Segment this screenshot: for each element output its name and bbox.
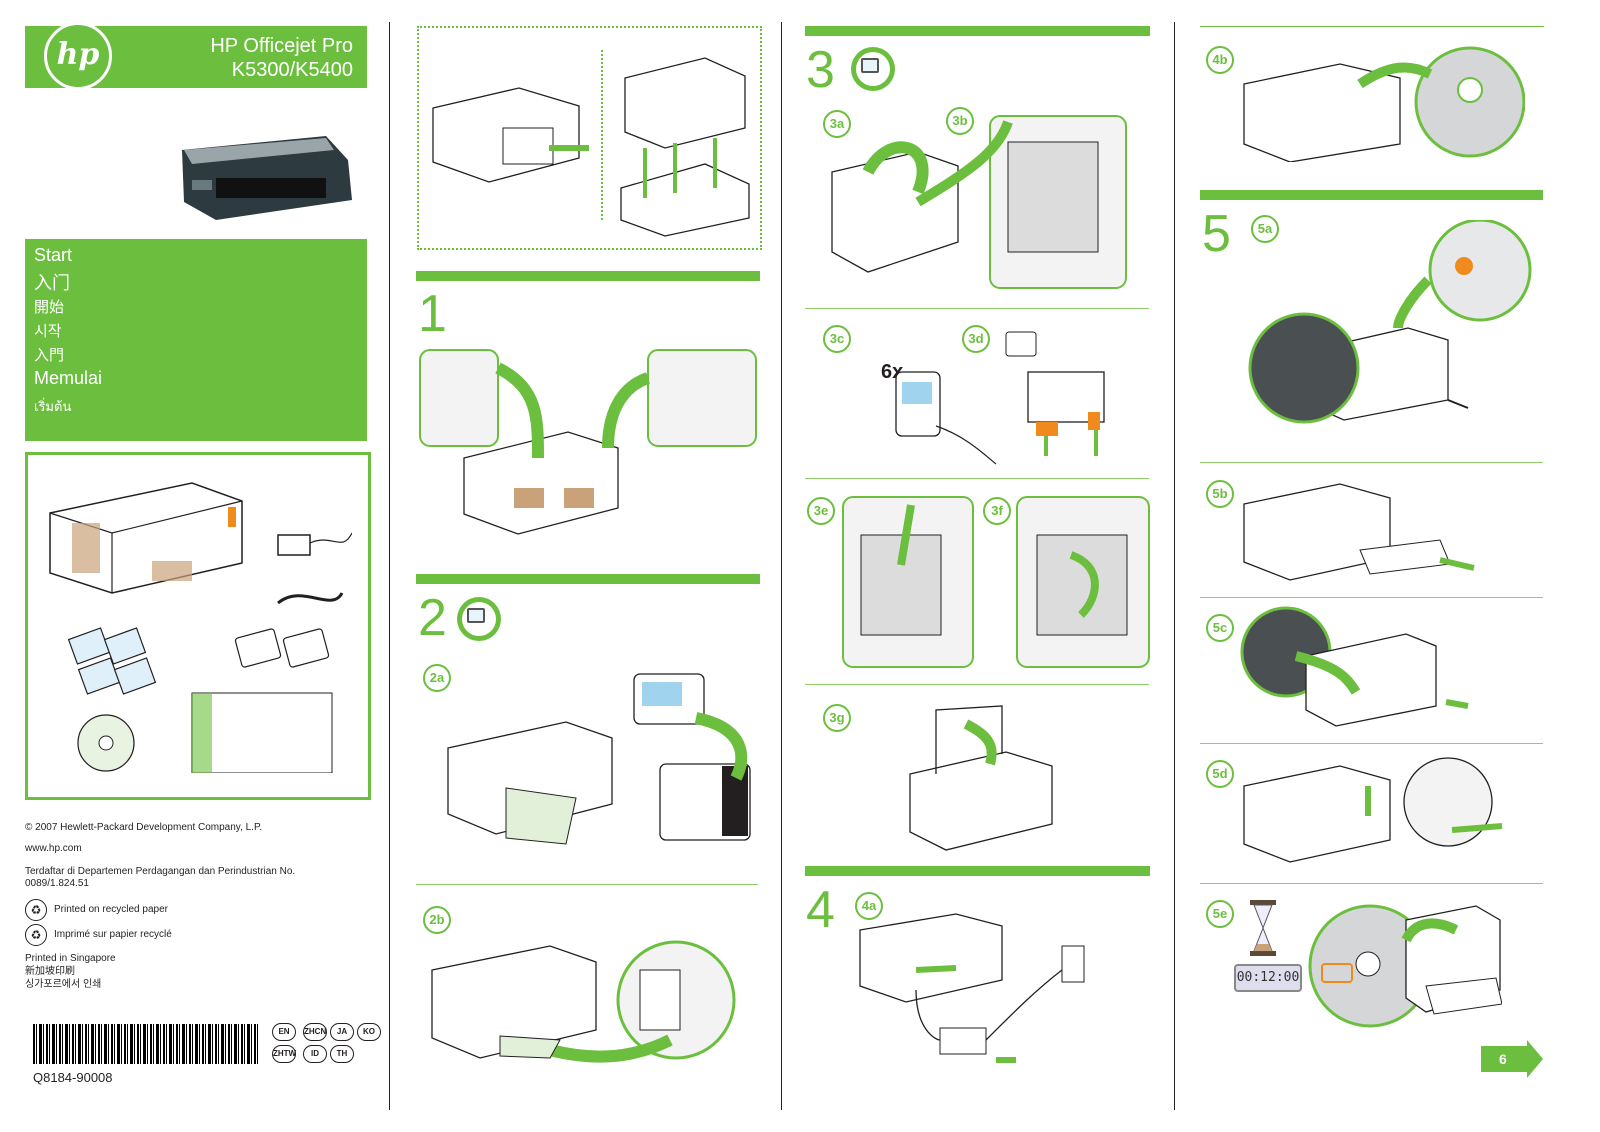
substep-5d-badge: 5d bbox=[1206, 760, 1234, 788]
language-badge-zhtw: ZHTW bbox=[272, 1045, 296, 1063]
product-line-2: K5300/K5400 bbox=[231, 59, 353, 81]
start-title-ja: 入門 bbox=[34, 347, 65, 364]
recycle-icon-fr: ♻ bbox=[25, 924, 47, 946]
substep-5a-badge: 5a bbox=[1251, 215, 1279, 243]
printhead-icon bbox=[457, 597, 501, 641]
product-line-1: HP Officejet Pro bbox=[210, 35, 353, 57]
step-5e-illustration bbox=[1308, 904, 1502, 1028]
hp-logo-text: hp bbox=[56, 37, 100, 72]
step-1-illustration bbox=[419, 349, 757, 535]
recycle-icon: ♻ bbox=[25, 899, 47, 921]
step-3-divider-1 bbox=[805, 308, 1149, 309]
printed-in-en: Printed in Singapore bbox=[25, 953, 116, 964]
substep-2a-badge: 2a bbox=[423, 664, 451, 692]
language-badge-id: ID bbox=[303, 1045, 327, 1063]
timer-display: 00:12:00 bbox=[1234, 964, 1302, 992]
product-name: HP Officejet Pro K5300/K5400 bbox=[210, 34, 353, 82]
start-box: Start 入门 開始 시작 入門 Memulai เริ่มต้น bbox=[25, 239, 367, 441]
substep-3a-badge: 3a bbox=[823, 110, 851, 138]
accessory-panel bbox=[417, 26, 762, 250]
step-1-number: 1 bbox=[418, 285, 447, 343]
box-contents-panel bbox=[25, 452, 371, 800]
language-badge-ko: KO bbox=[357, 1023, 381, 1041]
substep-3d-badge: 3d bbox=[962, 325, 990, 353]
start-title-zhtw: 開始 bbox=[34, 299, 65, 316]
substep-5e-badge: 5e bbox=[1206, 900, 1234, 928]
start-title-th: เริ่มต้น bbox=[34, 399, 72, 414]
language-badge-zhcn: ZHCN bbox=[303, 1023, 327, 1041]
printed-in-zh: 新加坡印刷 bbox=[25, 966, 75, 977]
step-4b-illustration bbox=[1243, 46, 1525, 162]
step-5-number: 5 bbox=[1202, 205, 1231, 263]
hourglass-icon bbox=[1250, 900, 1276, 956]
registration-line-2: 0089/1.824.51 bbox=[25, 878, 89, 889]
box-contents-illustration bbox=[49, 482, 352, 773]
part-number: Q8184-90008 bbox=[33, 1070, 113, 1085]
accessory-divider bbox=[601, 50, 603, 220]
step-4-bar bbox=[805, 866, 1150, 876]
step-5-divider-1 bbox=[1200, 462, 1543, 463]
tray-illustration bbox=[620, 57, 750, 237]
substep-5b-badge: 5b bbox=[1206, 480, 1234, 508]
step-3g-illustration bbox=[909, 705, 1053, 851]
step-2a-illustration bbox=[447, 673, 751, 845]
step-4-number: 4 bbox=[806, 881, 835, 939]
column-divider-1 bbox=[389, 22, 390, 1110]
step-5-divider-2 bbox=[1200, 597, 1543, 598]
column-divider-3 bbox=[1174, 22, 1175, 1110]
step-5-divider-3 bbox=[1200, 743, 1543, 744]
step-5d-illustration bbox=[1243, 757, 1503, 863]
website-text[interactable]: www.hp.com bbox=[25, 843, 82, 854]
step-5-bar bbox=[1200, 190, 1543, 200]
step-2-bar bbox=[416, 574, 760, 584]
language-badge-th: TH bbox=[330, 1045, 354, 1063]
recycled-paper-en: Printed on recycled paper bbox=[54, 904, 168, 915]
substep-3g-badge: 3g bbox=[823, 704, 851, 732]
substep-3e-badge: 3e bbox=[807, 497, 835, 525]
column-divider-2 bbox=[781, 22, 782, 1110]
step-3-divider-3 bbox=[805, 684, 1149, 685]
printed-in-ko: 싱가포르에서 인쇄 bbox=[25, 979, 102, 990]
step-1-bar bbox=[416, 271, 760, 281]
start-title-ko: 시작 bbox=[34, 323, 62, 340]
language-badge-ja: JA bbox=[330, 1023, 354, 1041]
step-2-divider bbox=[416, 884, 758, 885]
step-3cd-illustration bbox=[895, 331, 1105, 465]
step-5b-illustration bbox=[1243, 483, 1475, 581]
substep-3b-badge: 3b bbox=[946, 107, 974, 135]
start-title-zhcn: 入门 bbox=[34, 273, 70, 293]
step-5a-illustration bbox=[1248, 220, 1532, 424]
substep-3c-badge: 3c bbox=[823, 325, 851, 353]
substep-5c-badge: 5c bbox=[1206, 614, 1234, 642]
language-badge-en: EN bbox=[272, 1023, 296, 1041]
barcode bbox=[33, 1024, 259, 1064]
substep-3f-badge: 3f bbox=[983, 497, 1011, 525]
printer-photo bbox=[182, 136, 352, 220]
substep-4b-badge: 4b bbox=[1206, 46, 1234, 74]
copyright-text: © 2007 Hewlett-Packard Development Compa… bbox=[25, 822, 263, 833]
cartridge-icon bbox=[851, 47, 895, 91]
step-5c-illustration bbox=[1240, 606, 1469, 727]
registration-line-1: Terdaftar di Departemen Perdagangan dan … bbox=[25, 866, 296, 877]
step-3-bar bbox=[805, 26, 1150, 36]
substep-2b-badge: 2b bbox=[423, 906, 451, 934]
step-3ef-illustration bbox=[842, 496, 1150, 668]
step-3-divider-2 bbox=[805, 478, 1149, 479]
next-page-arrow: 6 bbox=[1481, 1040, 1543, 1078]
start-title-id: Memulai bbox=[34, 368, 103, 388]
step-3ab-illustration bbox=[831, 115, 1127, 289]
step-4a-illustration bbox=[859, 913, 1085, 1063]
step-3-number: 3 bbox=[806, 41, 835, 99]
page-number: 6 bbox=[1499, 1051, 1507, 1067]
step-5-divider-4 bbox=[1200, 883, 1543, 884]
hp-logo: hp bbox=[44, 22, 112, 90]
recycled-paper-fr: Imprimé sur papier recyclé bbox=[54, 929, 172, 940]
start-title-en: Start bbox=[34, 245, 73, 265]
step-2b-illustration bbox=[431, 940, 736, 1063]
step-4b-top-rule bbox=[1200, 26, 1544, 27]
duplexer-illustration bbox=[432, 87, 589, 183]
step-2-number: 2 bbox=[418, 589, 447, 647]
substep-4a-badge: 4a bbox=[855, 892, 883, 920]
